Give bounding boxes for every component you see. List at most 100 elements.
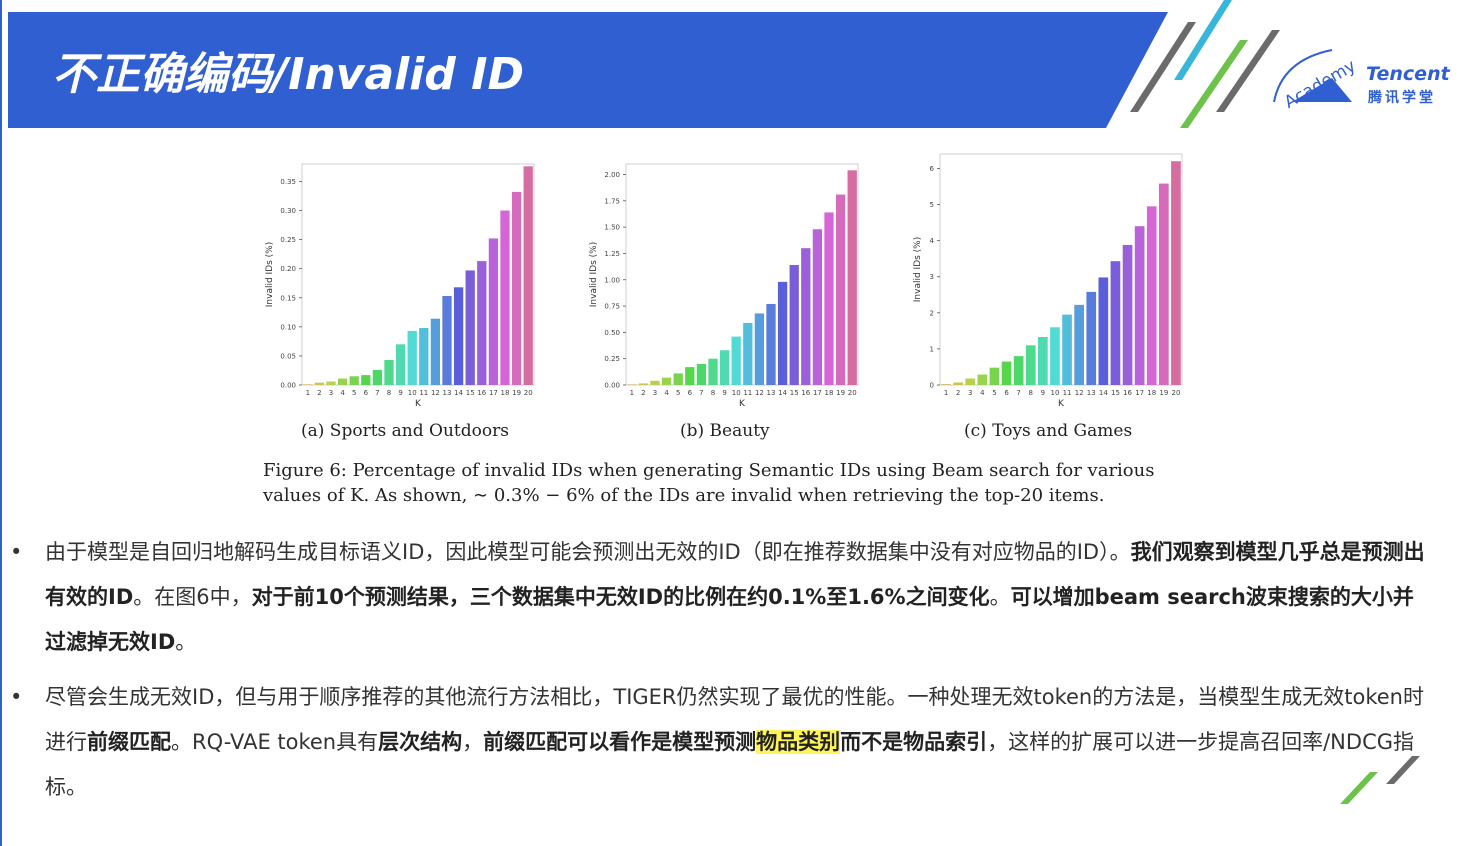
x-tick-label: 8 bbox=[1029, 389, 1033, 397]
x-tick-label: 6 bbox=[364, 389, 369, 397]
bar bbox=[743, 322, 753, 385]
y-tick-label: 1 bbox=[930, 345, 934, 353]
x-tick-label: 18 bbox=[1147, 389, 1156, 397]
x-tick-label: 4 bbox=[340, 389, 345, 397]
bar bbox=[1025, 345, 1036, 385]
x-tick-label: 9 bbox=[722, 389, 726, 397]
bar bbox=[1050, 327, 1060, 385]
bar bbox=[442, 296, 452, 385]
bar bbox=[1134, 226, 1145, 385]
bar bbox=[1062, 314, 1072, 385]
x-tick-label: 3 bbox=[653, 389, 657, 397]
x-tick-label: 14 bbox=[454, 389, 463, 397]
tencent-academy-logo: Academy Tencent 腾讯学堂 bbox=[1273, 49, 1451, 112]
x-tick-label: 7 bbox=[1016, 389, 1020, 397]
y-tick-label: 0.25 bbox=[604, 355, 620, 363]
x-axis-label: K bbox=[739, 399, 746, 409]
y-tick-label: 0.20 bbox=[280, 265, 296, 273]
header-band bbox=[8, 0, 1280, 128]
bar bbox=[1086, 291, 1097, 385]
bar bbox=[941, 384, 951, 385]
y-axis-label: Invalid IDs (%) bbox=[913, 237, 923, 302]
y-tick-label: 0.10 bbox=[280, 323, 296, 331]
x-tick-label: 16 bbox=[477, 389, 486, 397]
figure-caption: Figure 6: Percentage of invalid IDs when… bbox=[263, 458, 1203, 508]
bar bbox=[1171, 161, 1181, 385]
bullet-segment: 前缀匹配可以看作是模型预测 bbox=[483, 730, 757, 754]
bullet-segment: 由于模型是自回归地解码生成目标语义ID，因此模型可能会预测出无效的ID（即在推荐… bbox=[45, 540, 1131, 564]
bar bbox=[407, 330, 417, 385]
x-axis-label: K bbox=[415, 399, 422, 409]
x-tick-label: 4 bbox=[980, 389, 985, 397]
bar bbox=[835, 194, 846, 385]
bar bbox=[430, 318, 441, 385]
bullet-segment: 。 bbox=[989, 585, 1011, 609]
chart-caption-b: (b) Beauty bbox=[680, 421, 770, 441]
x-tick-label: 1 bbox=[944, 389, 948, 397]
chart-caption-a: (a) Sports and Outdoors bbox=[301, 421, 509, 441]
bar bbox=[627, 384, 637, 385]
x-tick-label: 8 bbox=[711, 389, 715, 397]
bar bbox=[847, 170, 857, 385]
bullet-segment: 我们观察到模型几乎总是预测出有效的ID bbox=[45, 540, 1425, 609]
x-tick-label: 17 bbox=[813, 389, 822, 397]
x-tick-label: 2 bbox=[641, 389, 645, 397]
bar bbox=[303, 384, 313, 385]
bullet-segment: 尽管会生成无效ID，但与用于顺序推荐的其他流行方法相比，TIGER仍然实现了最优… bbox=[45, 685, 1424, 754]
x-tick-label: 3 bbox=[329, 389, 333, 397]
bar bbox=[1146, 206, 1157, 385]
bar bbox=[801, 248, 811, 385]
x-tick-label: 11 bbox=[743, 389, 752, 397]
x-tick-label: 5 bbox=[352, 389, 356, 397]
bar bbox=[337, 378, 348, 385]
y-tick-label: 2 bbox=[930, 309, 934, 317]
bar bbox=[314, 382, 325, 385]
plot-frame bbox=[301, 163, 535, 386]
bar bbox=[953, 382, 963, 385]
bar bbox=[789, 265, 799, 385]
bar bbox=[1159, 183, 1169, 385]
y-axis-label: Invalid IDs (%) bbox=[589, 242, 599, 307]
bar bbox=[766, 303, 776, 385]
bar bbox=[965, 378, 976, 385]
bar bbox=[650, 380, 660, 385]
x-tick-label: 15 bbox=[790, 389, 799, 397]
bullet-text-2: 尽管会生成无效ID，但与用于顺序推荐的其他流行方法相比，TIGER仍然实现了最优… bbox=[45, 685, 1424, 799]
slide-title: 不正确编码/Invalid ID bbox=[52, 49, 525, 100]
x-tick-label: 19 bbox=[512, 389, 521, 397]
bullet-segment: 前缀匹配 bbox=[87, 730, 171, 754]
y-tick-label: 4 bbox=[930, 237, 935, 245]
header-stripe-gray bbox=[1130, 22, 1196, 112]
x-tick-label: 20 bbox=[524, 389, 533, 397]
x-tick-label: 19 bbox=[836, 389, 845, 397]
y-tick-label: 0.00 bbox=[280, 382, 296, 390]
x-tick-label: 9 bbox=[1041, 389, 1045, 397]
x-tick-label: 16 bbox=[1123, 389, 1132, 397]
x-tick-label: 14 bbox=[1099, 389, 1108, 397]
x-tick-label: 5 bbox=[992, 389, 996, 397]
x-tick-label: 15 bbox=[1111, 389, 1120, 397]
logo-brand-text: Tencent bbox=[1366, 63, 1451, 85]
header-stripe-green bbox=[1180, 40, 1248, 128]
x-tick-label: 14 bbox=[778, 389, 787, 397]
bullet-segment: 而不是物品索引 bbox=[840, 730, 988, 754]
x-tick-label: 12 bbox=[755, 389, 764, 397]
y-tick-label: 0.15 bbox=[280, 294, 296, 302]
y-tick-label: 0.50 bbox=[604, 329, 620, 337]
bar bbox=[638, 383, 649, 385]
y-tick-label: 2.00 bbox=[604, 171, 620, 179]
header-stripe-gray-2 bbox=[1216, 30, 1280, 112]
bar bbox=[696, 363, 707, 385]
x-tick-label: 13 bbox=[1087, 389, 1096, 397]
y-tick-label: 6 bbox=[930, 165, 935, 173]
bar bbox=[1122, 244, 1133, 385]
x-tick-label: 20 bbox=[848, 389, 857, 397]
x-tick-label: 20 bbox=[1171, 389, 1180, 397]
bar bbox=[673, 373, 683, 385]
bullet-segment: 层次结构 bbox=[378, 730, 463, 754]
bullet-list: • 由于模型是自回归地解码生成目标语义ID，因此模型可能会预测出无效的ID（即在… bbox=[10, 530, 1430, 820]
y-tick-label: 1.75 bbox=[604, 197, 620, 205]
x-tick-label: 2 bbox=[956, 389, 960, 397]
bullet-item-2: • 尽管会生成无效ID，但与用于顺序推荐的其他流行方法相比，TIGER仍然实现了… bbox=[10, 675, 1430, 810]
bar bbox=[419, 328, 429, 385]
